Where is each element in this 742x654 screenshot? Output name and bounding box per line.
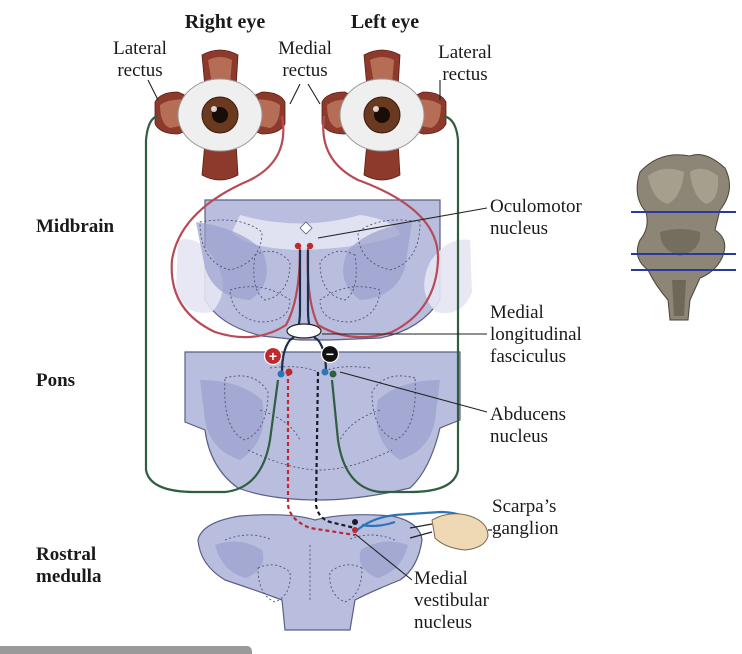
mvn-pointer [354, 533, 413, 581]
mlf-pathway-left [280, 250, 302, 373]
pons-label: Pons [36, 370, 75, 391]
right-oculomotor-pathway [170, 115, 302, 339]
mvn-label-2: vestibular [414, 590, 490, 611]
lateral-rectus-right-label: Lateral [113, 38, 167, 59]
vestibular-nerve-branch [361, 520, 396, 528]
abducens-dot-left-green [329, 370, 337, 378]
midbrain-section [176, 199, 472, 341]
oculomotor-pointer [317, 207, 488, 239]
abducens-dot-right-blue [277, 370, 285, 378]
abducens-dot-left-blue [321, 368, 329, 376]
mlf-label-2: longitudinal [490, 324, 582, 345]
abducens-pointer [339, 371, 488, 413]
pons-section [184, 351, 461, 501]
oculomotor-nucleus-label-2: nucleus [490, 218, 548, 239]
abducens-dot-right-red [285, 368, 293, 376]
left-abducens-pathway [330, 114, 460, 494]
left-oculomotor-pathway [306, 115, 440, 339]
medial-rectus-label-2: rectus [282, 60, 327, 81]
rostral-medulla-label: Rostral [36, 544, 96, 565]
mvn-label-3: nucleus [414, 612, 472, 633]
mvn-label: Medial [414, 568, 468, 589]
brainstem-inset [631, 154, 736, 321]
lateral-rectus-right-label-2: rectus [117, 60, 162, 81]
medial-rectus-label: Medial [278, 38, 332, 59]
oculomotor-nucleus-label: Oculomotor [490, 196, 582, 217]
right-eye [154, 49, 286, 181]
left-eye-title: Left eye [351, 11, 419, 33]
bottom-scroll-bar[interactable] [0, 646, 252, 654]
excitatory-sign: + [263, 346, 283, 366]
lateral-rectus-left-label-2: rectus [442, 64, 487, 85]
right-abducens-pathway [144, 114, 280, 494]
oculomotor-nucleus-dot-right [306, 242, 314, 250]
scarpas-ganglion [409, 513, 492, 551]
lateral-rectus-left-label: Lateral [438, 42, 492, 63]
inhibitory-sign: − [320, 344, 340, 364]
mlf-crossing [286, 323, 322, 339]
rostral-medulla-label-2: medulla [36, 566, 102, 587]
svg-text:−: − [326, 346, 334, 362]
left-eye [321, 49, 447, 181]
abducens-nucleus-label-2: nucleus [490, 426, 548, 447]
abducens-nucleus-label: Abducens [490, 404, 566, 425]
oculomotor-nucleus-dot-left [294, 242, 302, 250]
right-eye-title: Right eye [185, 11, 266, 33]
scarpas-ganglion-label-2: ganglion [492, 518, 559, 539]
excitatory-projection [286, 372, 356, 537]
mlf-label: Medial [490, 302, 544, 323]
inhibitory-projection [314, 371, 356, 530]
scarpas-ganglion-label: Scarpa’s [492, 496, 556, 517]
svg-text:+: + [269, 348, 277, 364]
midbrain-label: Midbrain [36, 216, 115, 237]
rostral-medulla-section [197, 514, 423, 631]
mlf-label-3: fasciculus [490, 346, 566, 367]
